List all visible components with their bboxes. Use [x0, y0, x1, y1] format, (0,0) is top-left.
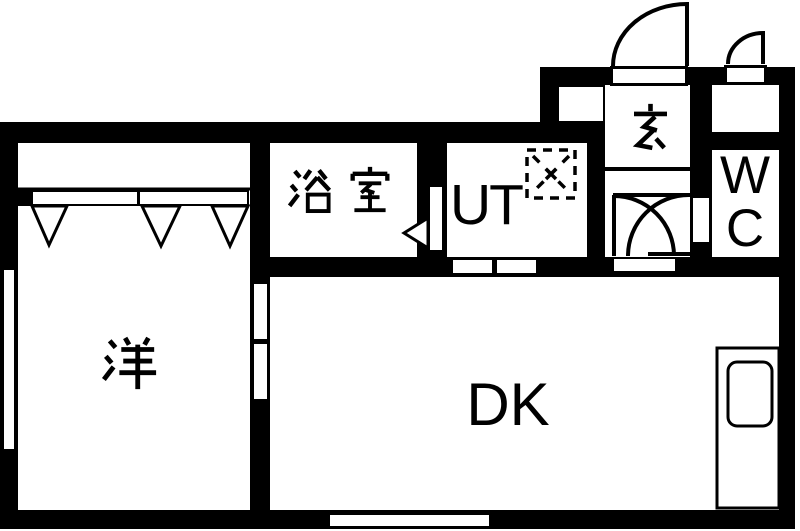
wall-utility-entrance [587, 143, 605, 257]
wall-extension-top-2 [686, 67, 727, 85]
wall-right [779, 67, 795, 529]
wall-wc-band [712, 132, 779, 150]
room-label-dining-kitchen: DK [466, 371, 550, 438]
room-label-utility: UT [450, 173, 524, 237]
kanji-you-icon [101, 336, 157, 390]
window-bottom [328, 513, 491, 528]
window-left [2, 268, 16, 451]
room-label-toilet: WC [719, 146, 771, 258]
kanji-shitsu-icon [350, 166, 390, 213]
kitchen-counter-icon [715, 346, 781, 510]
sliding-door-utility-dk-left [451, 258, 494, 275]
entrance-side-room [557, 85, 605, 123]
kanji-yoku-icon [287, 168, 332, 214]
entrance-door-leaf [610, 66, 688, 86]
wall-extension-top-3 [764, 67, 795, 85]
wall-closet-stub [18, 189, 32, 206]
washing-machine-pan-icon [525, 148, 577, 200]
sliding-door-utility-dk-right [495, 258, 538, 275]
entrance-threshold [612, 257, 677, 273]
entrance-door-swing-icon [611, 1, 689, 67]
kanji-gen-icon [632, 103, 667, 151]
wc-door-leaf [691, 196, 711, 244]
wc-upper-room [712, 85, 779, 132]
sliding-door-western-dk-lower [252, 342, 269, 401]
closet-sliding-door-right [138, 190, 249, 206]
closet-sliding-door-left [31, 190, 139, 206]
wall-extension-top-1 [540, 67, 612, 85]
sliding-door-western-dk-upper [252, 282, 269, 341]
toilet-window-swing-icon [726, 30, 765, 65]
kitchen-sink-icon [726, 360, 774, 428]
toilet-window-leaf [724, 65, 767, 85]
closet-hanger-triangles-icon [29, 204, 251, 250]
wall-top [0, 122, 605, 143]
entrance-hall-double-swing-icon [612, 193, 690, 257]
